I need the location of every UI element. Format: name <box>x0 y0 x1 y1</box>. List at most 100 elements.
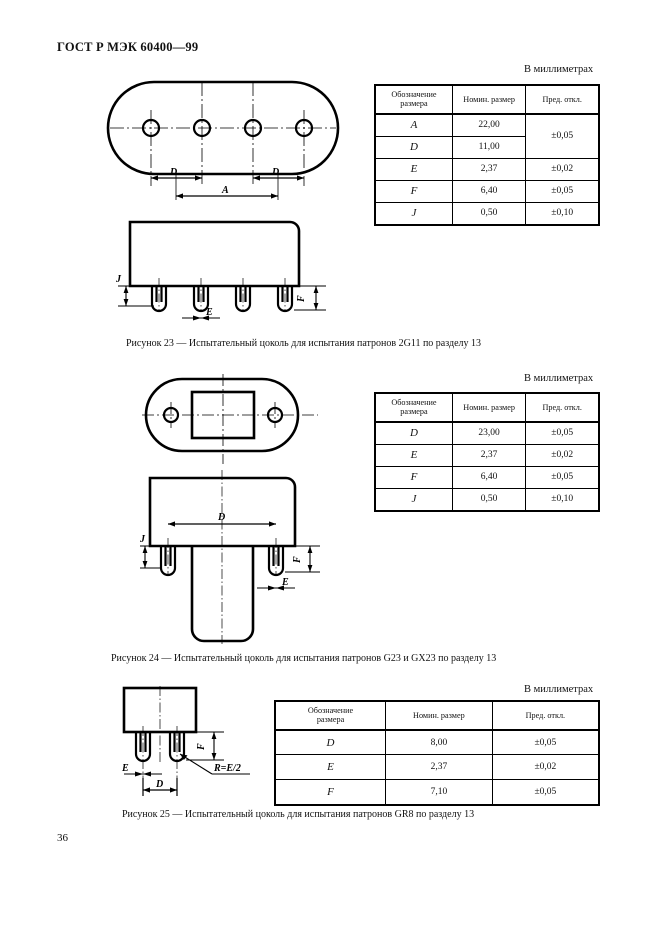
table-row: J 0,50 ±0,10 <box>374 201 600 226</box>
figure-23-side-view: J E F <box>108 208 343 328</box>
page-number: 36 <box>57 832 68 844</box>
cell-symbol: E <box>374 157 453 181</box>
table-row: F 7,10 ±0,05 <box>274 779 600 806</box>
header-symbol-line1: Обозначение <box>391 90 437 99</box>
cell-tolerance: ±0,02 <box>525 157 600 181</box>
cell-tolerance: ±0,05 <box>525 465 600 489</box>
cell-tolerance: ±0,05 <box>491 729 600 756</box>
cell-nominal: 6,40 <box>451 465 527 489</box>
dimension-F <box>186 731 224 761</box>
units-label-table25: В миллиметрах <box>524 684 594 695</box>
dimension-F <box>285 545 320 573</box>
header-nominal: Номин. размер <box>451 392 527 423</box>
figure-24-top-view <box>140 374 320 466</box>
header-symbol-line2: размера <box>400 407 428 417</box>
figure-24-caption: Рисунок 24 — Испытательный цоколь для ис… <box>111 653 497 664</box>
pin-centerlines <box>150 82 305 186</box>
dimension-table-fig23: Обозначение размера Номин. размер Пред. … <box>374 84 600 226</box>
centerlines-vertical <box>170 374 276 464</box>
dimension-A <box>176 193 278 199</box>
cell-symbol: F <box>274 779 387 806</box>
figure-25-caption: Рисунок 25 — Испытательный цоколь для ис… <box>122 809 475 820</box>
table-row: F 6,40 ±0,05 <box>374 465 600 489</box>
units-label-table23: В миллиметрах <box>524 64 594 75</box>
cell-symbol: D <box>274 729 387 756</box>
cell-symbol: D <box>374 135 453 159</box>
dimension-label-D-right: D <box>271 167 279 178</box>
cell-nominal: 6,40 <box>451 179 527 203</box>
dimension-J <box>118 285 154 307</box>
header-symbol-line2: размера <box>400 99 428 109</box>
cell-nominal: 0,50 <box>451 201 527 226</box>
cell-tolerance: ±0,05 <box>525 421 600 445</box>
dimension-table-fig24: Обозначение размера Номин. размер Пред. … <box>374 392 600 512</box>
figure-23-top-view: D D A <box>106 78 340 206</box>
dimension-label-D: D <box>155 779 163 790</box>
dimension-table-fig25: Обозначение размера Номин. размер Пред. … <box>274 700 600 806</box>
table-row: A 22,00 ±0,05 <box>374 113 600 159</box>
cell-tolerance: ±0,10 <box>525 487 600 512</box>
header-symbol-line2: размера <box>316 715 345 725</box>
header-symbol-line1: Обозначение <box>307 706 354 715</box>
dimension-D <box>142 778 178 796</box>
radius-leader-line <box>179 753 250 775</box>
figure-25-drawing: F E D R=E/2 <box>100 686 270 801</box>
dimension-label-J: J <box>115 274 122 285</box>
table-row: E 2,37 ±0,02 <box>274 754 600 781</box>
dimension-D-left <box>151 175 202 181</box>
pins <box>150 286 294 313</box>
dimension-E <box>257 585 295 591</box>
cell-nominal: 8,00 <box>385 729 493 756</box>
cell-nominal: 11,00 <box>451 135 527 159</box>
dimension-label-F: F <box>296 295 307 303</box>
units-label-table24: В миллиметрах <box>524 373 594 384</box>
cell-symbol: F <box>374 179 453 203</box>
dimension-label-D: D <box>217 512 225 523</box>
center-stem <box>190 546 255 643</box>
header-symbol: Обозначение размера <box>374 84 453 115</box>
table-row: D 23,00 ±0,05 <box>374 421 600 445</box>
dimension-D-right <box>253 175 304 181</box>
dimension-label-E: E <box>205 307 213 318</box>
header-nominal: Номин. размер <box>451 84 527 115</box>
pins <box>159 546 285 577</box>
header-nominal: Номин. размер <box>385 700 493 731</box>
cell-tolerance: ±0,02 <box>525 443 600 467</box>
cell-tolerance: ±0,02 <box>491 754 600 781</box>
cell-symbol: E <box>374 443 453 467</box>
dimension-E <box>182 315 220 321</box>
pin-centerlines <box>158 278 286 312</box>
dimension-E <box>124 771 162 777</box>
document-header: ГОСТ Р МЭК 60400—99 <box>57 40 199 54</box>
header-tolerance: Пред. откл. <box>491 700 600 731</box>
cell-nominal: 23,00 <box>451 421 527 445</box>
cell-symbol: E <box>274 754 387 781</box>
dimension-label-F: F <box>196 743 207 751</box>
cell-tolerance: ±0,05 <box>491 779 600 806</box>
table-row: D 11,00 <box>374 135 599 159</box>
table-row: D 8,00 ±0,05 <box>274 729 600 756</box>
dimension-label-F: F <box>292 556 303 564</box>
figure-23-caption: Рисунок 23 — Испытательный цоколь для ис… <box>126 338 482 349</box>
dimension-label-A: A <box>221 185 229 196</box>
figure-24-side-view: D J F <box>139 464 340 646</box>
header-tolerance: Пред. откл. <box>525 392 600 423</box>
body-outline <box>128 220 301 288</box>
table-header-row: Обозначение размера Номин. размер Пред. … <box>274 700 600 731</box>
cell-nominal: 2,37 <box>451 157 527 181</box>
cell-tolerance: ±0,10 <box>525 201 600 226</box>
cell-tolerance: ±0,05 <box>525 179 600 203</box>
header-symbol: Обозначение размера <box>274 700 387 731</box>
base-outline <box>106 80 340 176</box>
cell-nominal: 2,37 <box>451 443 527 467</box>
centerlines <box>142 686 178 778</box>
table-row: E 2,37 ±0,02 <box>374 157 600 181</box>
dimension-label-E: E <box>281 577 289 588</box>
extension-lines <box>175 174 279 200</box>
header-symbol-line1: Обозначение <box>391 398 437 407</box>
dimension-F <box>294 285 326 311</box>
header-tolerance: Пред. откл. <box>525 84 600 115</box>
dimension-label-D-left: D <box>169 167 177 178</box>
table-header-row: Обозначение размера Номин. размер Пред. … <box>374 84 600 115</box>
